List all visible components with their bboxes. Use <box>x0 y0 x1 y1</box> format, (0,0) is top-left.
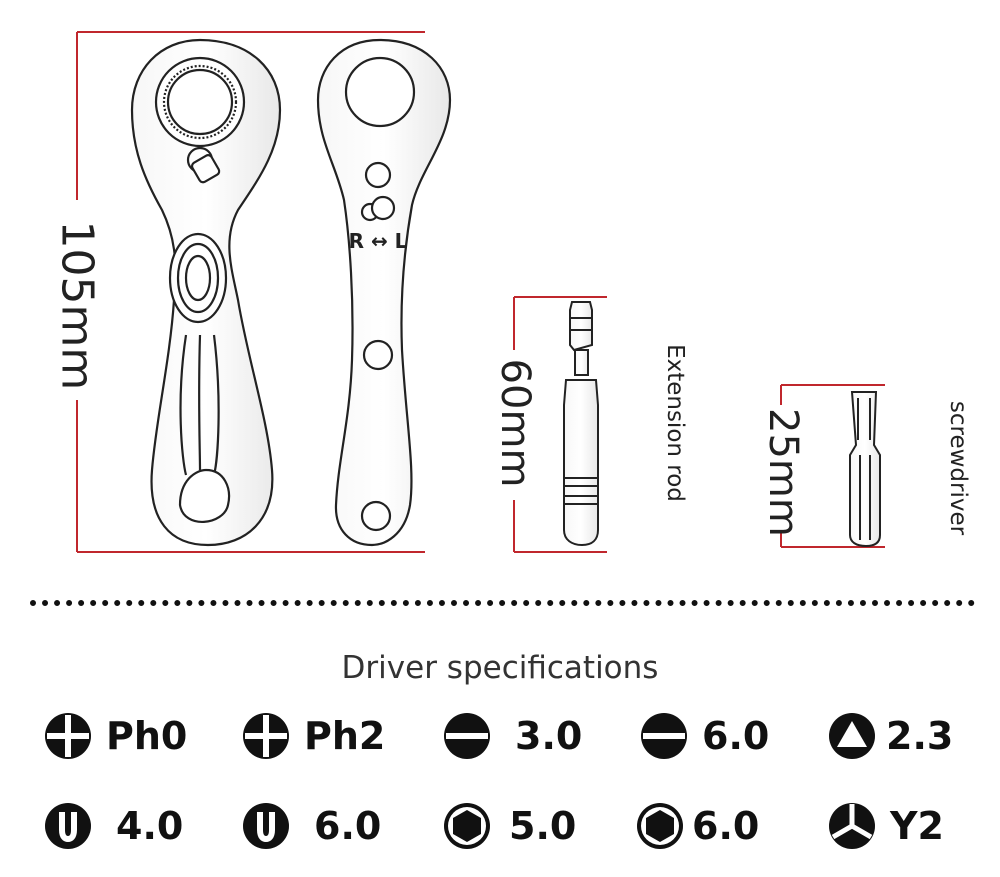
spec-label: 4.0 <box>116 804 184 848</box>
spec-item: 5.0 <box>443 796 576 856</box>
spec-label: 6.0 <box>314 804 382 848</box>
extension-rod <box>563 301 599 547</box>
spec-label: Ph2 <box>304 714 386 758</box>
spec-item: 6.0 <box>636 796 759 856</box>
spec-label: 6.0 <box>702 714 770 758</box>
ratchet-wrench-back <box>316 38 452 547</box>
bit-dimension-line <box>780 384 885 548</box>
y-type-icon <box>829 803 875 849</box>
phillips-icon <box>45 713 91 759</box>
hex-icon <box>637 803 683 849</box>
slotted-icon <box>641 713 687 759</box>
wrench-length-label: 105mm <box>51 220 103 391</box>
screwdriver-bit <box>849 391 881 548</box>
spec-item: Ph0 <box>44 706 187 766</box>
extension-rod-label: Extension rod <box>662 344 688 502</box>
spec-label: Y2 <box>890 804 944 848</box>
spec-item: 6.0 <box>640 706 769 766</box>
bit-length-label: 25mm <box>760 408 806 537</box>
spec-item: 6.0 <box>242 796 381 856</box>
direction-label: R ↔ L <box>349 229 408 253</box>
triangle-icon <box>829 713 875 759</box>
phillips-icon <box>243 713 289 759</box>
tool-illustration: R ↔ L <box>76 31 885 553</box>
screwdriver-label: screwdriver <box>945 400 971 536</box>
wrench-dimension-line <box>76 31 425 553</box>
slotted-icon <box>444 713 490 759</box>
ratchet-wrench-front <box>130 38 282 547</box>
spec-label: 5.0 <box>509 804 577 848</box>
spec-item: 4.0 <box>44 796 183 856</box>
extension-length-label: 60mm <box>492 358 538 488</box>
specs-title: Driver specifications <box>341 650 659 686</box>
spec-item: Ph2 <box>242 706 385 766</box>
extension-dimension-line <box>513 296 607 553</box>
spec-label: 6.0 <box>692 804 760 848</box>
spec-item: Y2 <box>828 796 944 856</box>
spec-label: Ph0 <box>106 714 188 758</box>
u-shape-icon <box>243 803 289 849</box>
u-shape-icon <box>45 803 91 849</box>
spec-label: 3.0 <box>515 714 583 758</box>
spec-item: 2.3 <box>828 706 953 766</box>
spec-label: 2.3 <box>886 714 954 758</box>
spec-item: 3.0 <box>443 706 582 766</box>
hex-icon <box>444 803 490 849</box>
dotted-divider <box>30 600 975 606</box>
